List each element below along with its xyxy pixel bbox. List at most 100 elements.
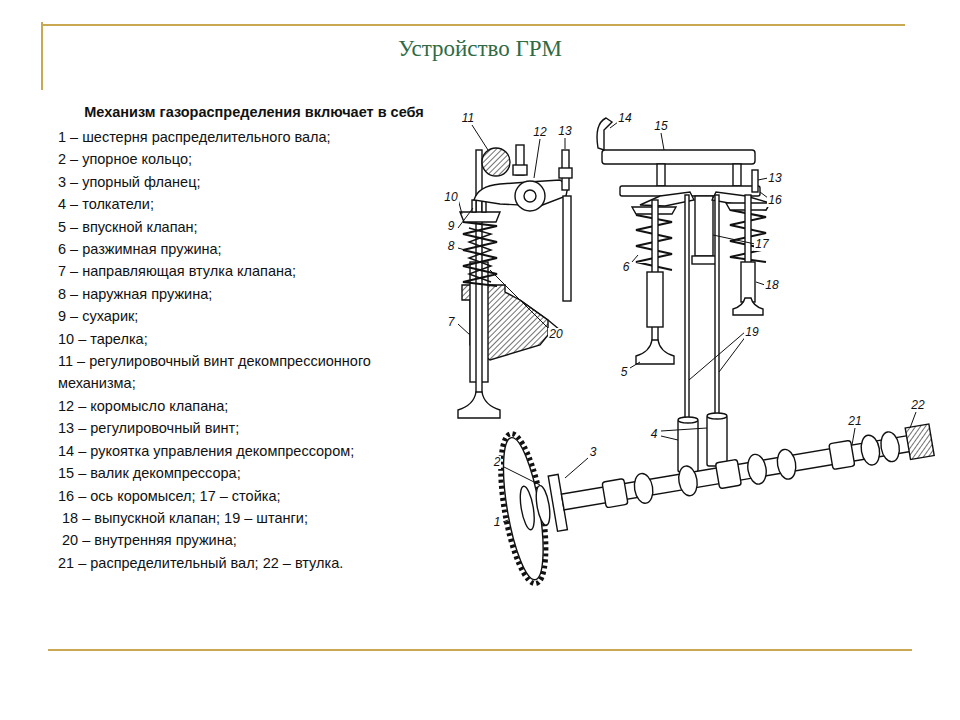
camshaft	[829, 440, 855, 469]
leader-line	[630, 362, 640, 368]
list-heading: Механизм газораспределения включает в се…	[58, 104, 450, 121]
leader-line	[490, 270, 550, 330]
callout-number: 9	[447, 220, 456, 233]
rocker-assembly	[597, 118, 612, 150]
valve-assembly-section	[482, 148, 510, 176]
camshaft	[715, 459, 741, 488]
part-list-item: 16 – ось коромысел; 17 – стойка;	[58, 485, 443, 507]
valve-assembly-section	[463, 222, 497, 286]
rocker-assembly	[692, 256, 716, 264]
valve-assembly-section	[520, 300, 560, 330]
valve-assembly-section	[513, 165, 527, 175]
leader-line	[689, 332, 745, 380]
part-list-item: 21 – распределительный вал; 22 – втулка.	[58, 552, 443, 574]
camshaft	[492, 365, 944, 587]
slide-frame	[41, 22, 43, 90]
part-list-item: 1 – шестерня распределительного вала;	[58, 126, 443, 148]
camshaft	[518, 485, 537, 530]
leader-line	[458, 324, 470, 335]
callout-number: 8	[447, 240, 456, 253]
slide-frame	[42, 24, 905, 26]
part-list-item: 5 – впускной клапан;	[58, 216, 443, 238]
camshaft	[602, 479, 628, 508]
valve-assembly-section	[458, 145, 572, 418]
rocker-assembly	[597, 118, 770, 472]
rocker-assembly	[707, 416, 727, 466]
part-list-item: 4 – толкатели;	[58, 193, 443, 215]
part-list-item: 14 – рукоятка управления декомпрессором;	[58, 440, 443, 462]
part-list-item: 9 – сухарик;	[58, 305, 443, 327]
leader-line	[458, 248, 465, 250]
callout-number: 17	[754, 238, 769, 251]
rocker-assembly	[741, 262, 755, 302]
rocker-assembly	[695, 196, 713, 256]
callout-number: 6	[622, 261, 631, 274]
valve-assembly-section	[472, 200, 476, 212]
leader-line	[661, 133, 664, 150]
slide-frame	[48, 649, 912, 651]
rocker-assembly	[733, 298, 763, 315]
part-list-item: 10 – тарелка;	[58, 328, 443, 350]
leader-line	[503, 520, 508, 522]
callout-number: 13	[767, 172, 782, 185]
camshaft	[879, 430, 902, 463]
callout-number: 18	[764, 279, 779, 292]
leader-line	[565, 138, 566, 149]
slide-frame	[42, 22, 912, 650]
callout-number: 21	[847, 415, 862, 428]
valve-assembly-section	[458, 392, 500, 418]
part-list-item: 8 – наружная пружина;	[58, 283, 443, 305]
callout-number: 3	[589, 446, 598, 459]
camshaft	[492, 431, 555, 587]
valve-assembly-section	[476, 150, 482, 395]
rocker-assembly	[752, 170, 758, 192]
leader-line	[910, 412, 916, 428]
rocker-assembly	[685, 195, 689, 421]
part-list-item: 12 – коромысло клапана;	[58, 395, 443, 417]
part-list-item: 11 – регулировочный винт декомпрессионно…	[58, 350, 443, 395]
camshaft	[746, 453, 769, 486]
camshaft	[905, 424, 934, 460]
camshaft	[534, 485, 552, 526]
rocker-assembly	[647, 272, 663, 327]
leader-line	[719, 336, 746, 372]
leader-line	[632, 255, 638, 262]
callout-number: 22	[910, 399, 925, 412]
valve-assembly-section	[515, 181, 545, 211]
callout-number: 4	[650, 428, 659, 441]
callout-number: 20	[548, 328, 563, 341]
callout-number: 15	[653, 120, 668, 133]
camshaft	[859, 434, 882, 467]
rocker-assembly	[636, 340, 674, 364]
part-list-item: 2 – упорное кольцо;	[58, 148, 443, 170]
callout-number: 5	[620, 366, 629, 379]
valve-assembly-section	[524, 190, 536, 202]
leader-line	[713, 235, 755, 244]
callout-number: 16	[767, 194, 782, 207]
rocker-assembly	[733, 164, 741, 186]
callout-number: 19	[744, 326, 759, 339]
rocker-assembly	[602, 150, 755, 164]
leader-line	[472, 125, 488, 150]
part-list-item: 15 – валик декомпрессора;	[58, 462, 443, 484]
leader-line	[458, 122, 916, 522]
rocker-assembly	[678, 420, 698, 472]
leader-line	[852, 428, 855, 445]
slide-title: Устройство ГРМ	[0, 36, 960, 62]
rocker-assembly	[715, 195, 719, 417]
leader-line	[565, 458, 588, 478]
rocker-assembly	[657, 164, 665, 186]
parts-list: Механизм газораспределения включает в се…	[58, 104, 450, 574]
callout-number: 13	[557, 125, 572, 138]
camshaft	[632, 472, 655, 505]
callout-number: 2	[493, 456, 502, 469]
part-list-item: 6 – разжимная пружина;	[58, 238, 443, 260]
valve-assembly-section	[563, 196, 571, 301]
valve-assembly-section	[559, 168, 572, 178]
callout-number: 1	[493, 516, 502, 529]
part-list-item: 3 – упорный фланец;	[58, 171, 443, 193]
camshaft	[561, 436, 911, 510]
leader-line	[458, 208, 473, 228]
camshaft	[775, 448, 798, 481]
part-list-item: 7 – направляющая втулка клапана;	[58, 260, 443, 282]
